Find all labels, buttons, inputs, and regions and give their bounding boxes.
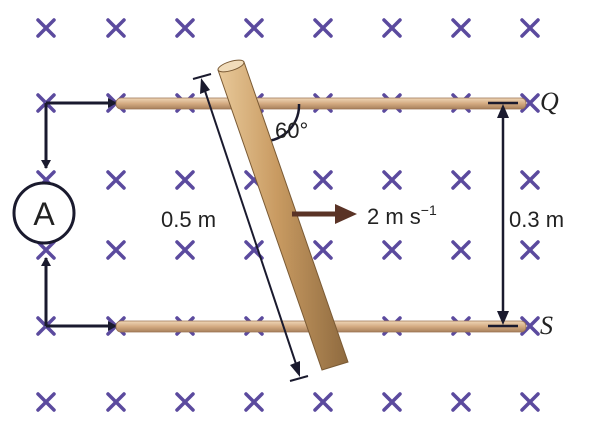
- field-cross-icon: [244, 392, 264, 412]
- field-cross-icon: [451, 170, 471, 190]
- field-cross-icon: [36, 392, 56, 412]
- rod-length-dimension: [192, 73, 309, 382]
- field-cross-icon: [451, 392, 471, 412]
- field-cross-icon: [175, 240, 195, 260]
- field-cross-icon: [106, 18, 126, 38]
- rail-q-label: Q: [540, 87, 559, 116]
- field-cross-icon: [382, 392, 402, 412]
- field-cross-icon: [520, 93, 540, 113]
- rail-s-label: S: [540, 311, 553, 340]
- rail-top: [115, 97, 527, 110]
- ammeter-label: A: [33, 196, 55, 232]
- field-cross-icon: [451, 18, 471, 38]
- field-cross-icon: [244, 18, 264, 38]
- field-cross-icon: [36, 18, 56, 38]
- field-cross-icon: [106, 392, 126, 412]
- field-cross-icon: [313, 18, 333, 38]
- field-cross-icon: [106, 240, 126, 260]
- field-cross-icon: [382, 240, 402, 260]
- field-cross-icon: [175, 170, 195, 190]
- field-cross-icon: [520, 316, 540, 336]
- ammeter: A: [12, 181, 76, 245]
- rod-length-label: 0.5 m: [161, 207, 216, 232]
- field-cross-icon: [520, 240, 540, 260]
- velocity-value: 2 m s: [367, 204, 421, 229]
- ammeter-circle: [12, 181, 76, 245]
- field-cross-icon: [313, 170, 333, 190]
- field-cross-icon: [313, 240, 333, 260]
- field-cross-icon: [106, 170, 126, 190]
- field-cross-icon: [382, 170, 402, 190]
- field-cross-icon: [175, 392, 195, 412]
- field-cross-icon: [36, 240, 56, 260]
- velocity-label: 2 m s−1: [367, 202, 437, 229]
- conducting-rod: [217, 59, 349, 371]
- separation-dimension: [488, 101, 518, 328]
- angle-label: 60°: [275, 118, 308, 143]
- velocity-superscript: −1: [421, 202, 437, 218]
- field-cross-icon: [313, 392, 333, 412]
- separation-label: 0.3 m: [509, 207, 564, 232]
- field-cross-icon: [520, 18, 540, 38]
- field-cross-icon: [451, 240, 471, 260]
- field-cross-icon: [175, 18, 195, 38]
- field-cross-icon: [382, 18, 402, 38]
- velocity-arrow: [292, 204, 357, 224]
- field-cross-icon: [520, 170, 540, 190]
- circuit-wires: [41, 98, 117, 331]
- field-cross-icon: [520, 392, 540, 412]
